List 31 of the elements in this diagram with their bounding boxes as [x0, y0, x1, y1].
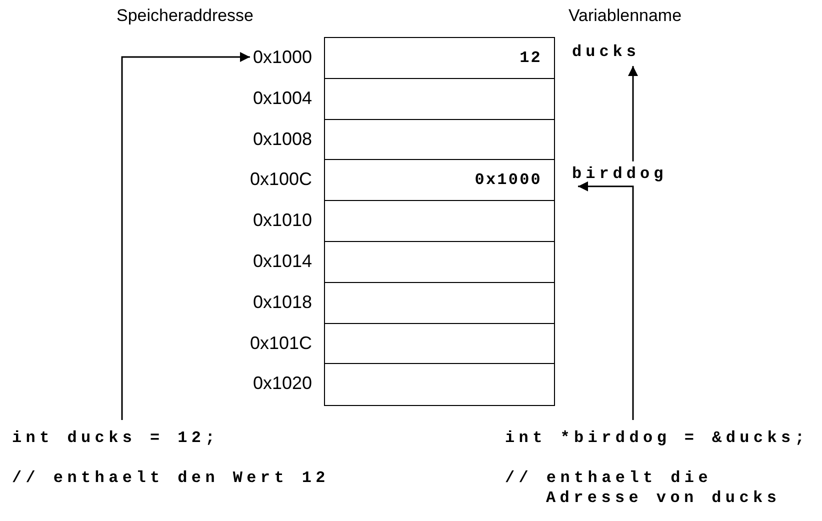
- variable-name: birddog: [572, 164, 668, 184]
- cell-value: 0x1000: [474, 170, 542, 190]
- memory-address: 0x1004: [252, 88, 312, 108]
- cell-value: 12: [520, 48, 542, 68]
- memory-cell: [324, 200, 555, 242]
- code-comment: // enthaelt die Adresse von ducks: [505, 468, 782, 508]
- memory-address: 0x1008: [252, 128, 312, 149]
- memory-cell: [324, 282, 555, 324]
- code-comment: // enthaelt den Wert 12: [12, 468, 330, 488]
- memory-address: 0x1010: [252, 210, 312, 230]
- memory-cell: [324, 118, 555, 161]
- memory-cell: [324, 363, 555, 406]
- arrow: [578, 181, 634, 420]
- code-statement: int *birddog = &ducks;: [505, 428, 809, 448]
- memory-address: 0x1018: [252, 292, 312, 312]
- memory-cell: [324, 322, 555, 365]
- memory-address: 0x1020: [252, 373, 312, 394]
- memory-address: 0x1014: [252, 251, 312, 271]
- memory-address: 0x100C: [250, 169, 312, 190]
- arrow: [121, 52, 250, 420]
- memory-address: 0x101C: [250, 332, 312, 353]
- memory-cell: [324, 37, 555, 80]
- column-heading: Variablenname: [568, 6, 682, 26]
- variable-name: ducks: [572, 42, 640, 62]
- memory-cell: [324, 78, 555, 120]
- memory-cell: [324, 159, 555, 202]
- column-heading: Speicheraddresse: [116, 6, 254, 26]
- arrow: [628, 66, 638, 162]
- memory-cell: [324, 241, 555, 284]
- code-statement: int ducks = 12;: [12, 428, 220, 448]
- memory-address: 0x1000: [252, 47, 312, 67]
